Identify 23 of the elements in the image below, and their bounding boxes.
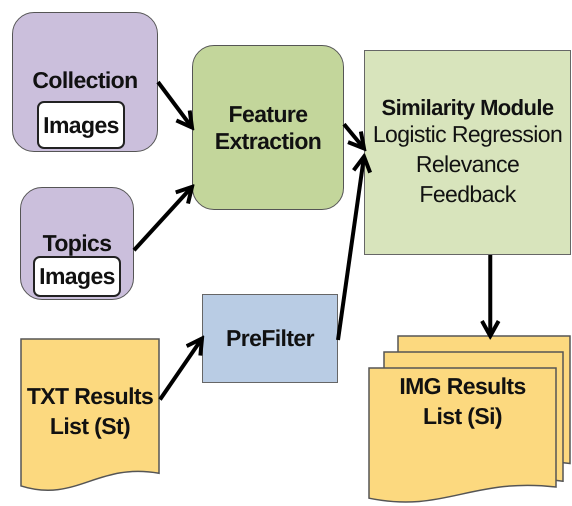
label-box — [33, 256, 121, 297]
arrow — [156, 80, 194, 130]
arrow — [336, 154, 372, 340]
box-label: Topics — [42, 230, 112, 257]
box-label: TXT Results List (St) — [26, 382, 154, 441]
arrow — [158, 336, 204, 401]
box-label: Collection — [32, 66, 138, 94]
box-label: Feature Extraction — [214, 101, 322, 154]
process-box — [202, 294, 338, 383]
input-box — [12, 12, 158, 152]
box-label: IMG Results List (Si) — [398, 372, 527, 431]
description: Logistic Regression Relevance Feedback — [372, 120, 564, 210]
arrow — [480, 255, 501, 338]
box-label: PreFilter — [226, 325, 314, 352]
heading: Similarity Module — [382, 95, 554, 120]
input-box — [20, 187, 134, 300]
module-box — [364, 50, 571, 255]
arrow — [132, 184, 194, 252]
process-box — [192, 45, 344, 210]
box-label: Images — [43, 112, 119, 138]
label-box — [37, 101, 125, 149]
arrow — [342, 122, 366, 150]
box-label: Images — [39, 263, 115, 290]
